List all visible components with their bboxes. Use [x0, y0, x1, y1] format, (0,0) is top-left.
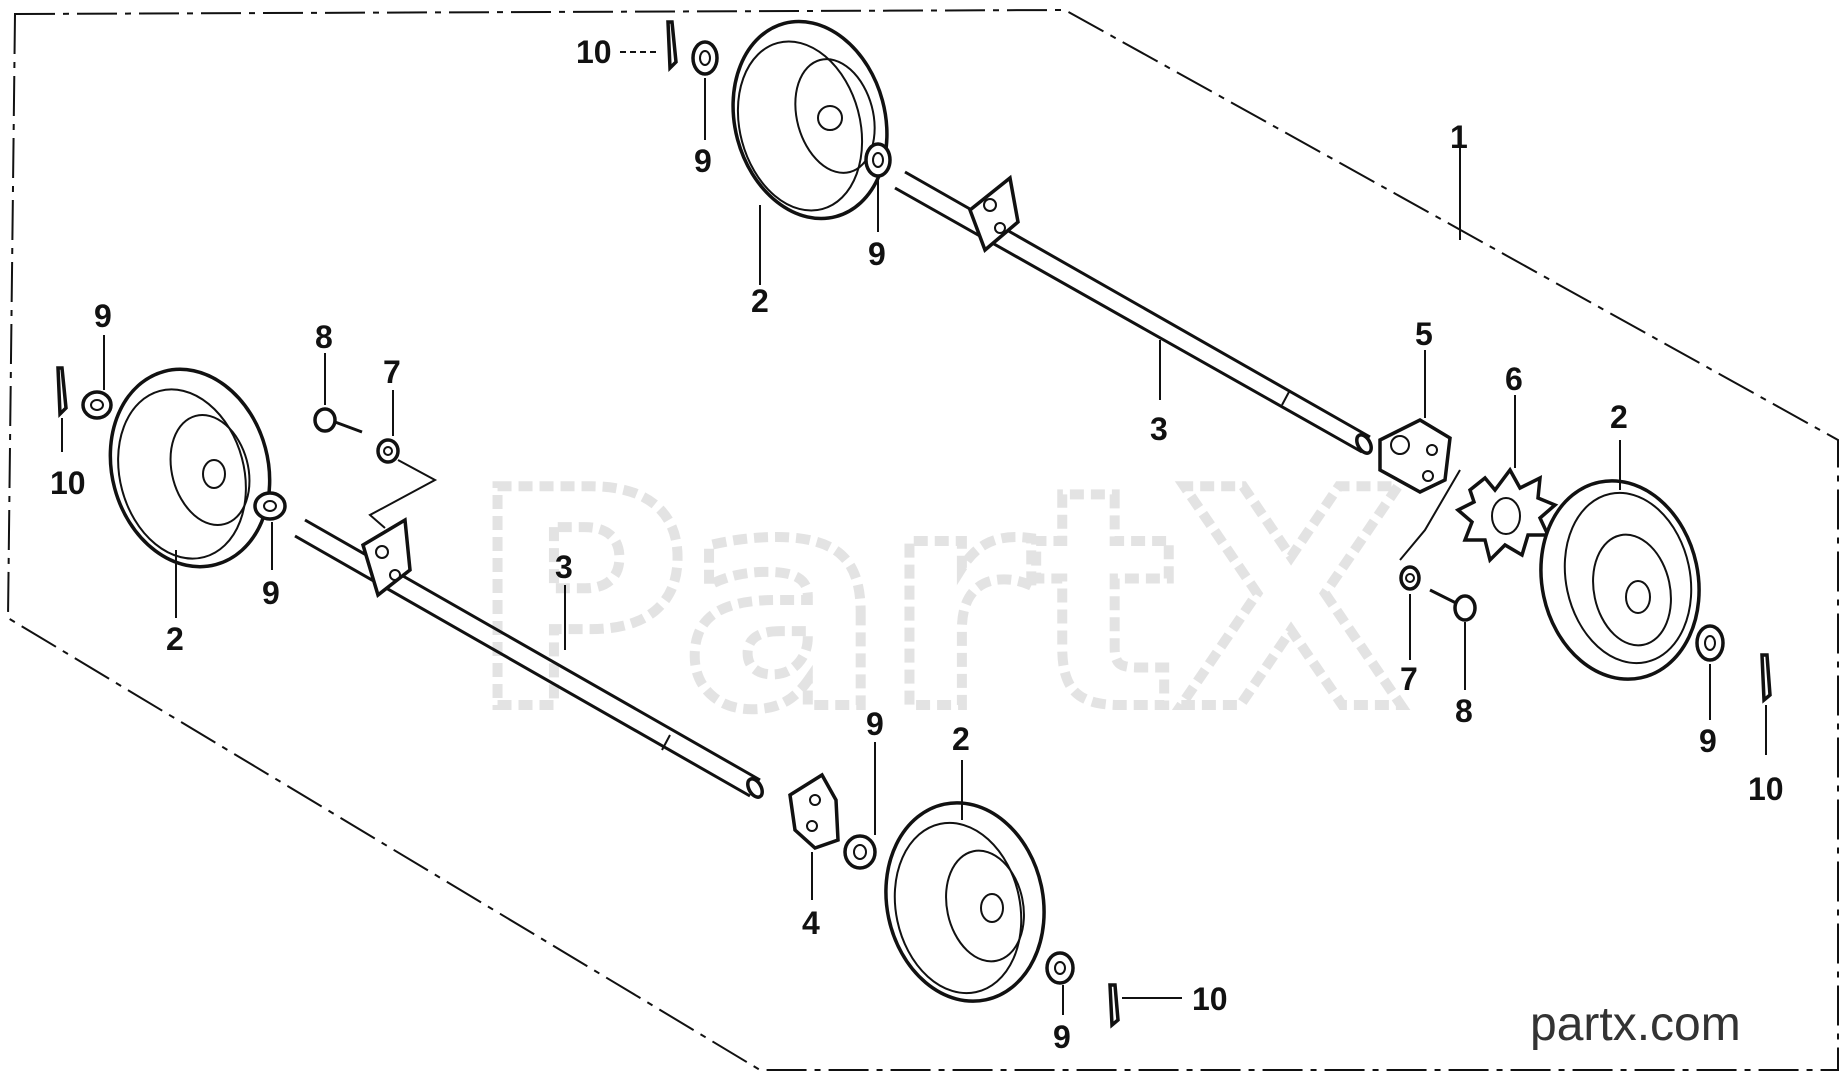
callout-6: 6	[1505, 361, 1523, 397]
washer-lower-b	[1045, 951, 1075, 985]
callout-9-left-a: 9	[94, 298, 112, 334]
axle-plate-right	[1378, 418, 1452, 494]
axle-bracket-upper	[967, 174, 1020, 253]
callout-9-left-b: 9	[262, 575, 280, 611]
callout-2-left: 2	[166, 621, 184, 657]
axle-plate-left	[788, 772, 840, 850]
cotter-pin-upper	[666, 20, 678, 73]
callout-8-right: 8	[1455, 693, 1473, 729]
callout-10-upper: 10	[576, 34, 612, 70]
callout-9-upper-b: 9	[868, 236, 886, 272]
washer-upper-b	[864, 142, 892, 178]
cotter-pin-right	[1760, 653, 1772, 704]
washer-lower-a	[843, 834, 877, 870]
callout-9-lower-a: 9	[866, 706, 884, 742]
washer-right	[1695, 624, 1725, 662]
callout-10-left: 10	[50, 465, 86, 501]
callout-9-right: 9	[1699, 723, 1717, 759]
wheel-right	[1539, 479, 1701, 681]
callout-8-left: 8	[315, 319, 333, 355]
washer-upper-a	[691, 40, 719, 76]
callout-9-lower-b: 9	[1053, 1019, 1071, 1055]
callout-2-right: 2	[1610, 399, 1628, 435]
axle-bracket-lower	[360, 517, 412, 598]
star-washer	[1454, 466, 1559, 564]
bolt-left	[313, 407, 363, 434]
callout-1: 1	[1450, 119, 1468, 155]
assembly-boundary	[6, 8, 1839, 1071]
callout-3-upper: 3	[1150, 411, 1168, 447]
callout-2-lower: 2	[952, 721, 970, 757]
cotter-pin-left	[56, 366, 68, 419]
axle-upper	[894, 170, 1373, 455]
wheel-upper-left	[731, 19, 889, 221]
callout-10-lower: 10	[1192, 981, 1228, 1017]
washer-left-a	[81, 390, 113, 420]
callout-7-left: 7	[383, 354, 401, 390]
washer-left-b	[253, 491, 287, 521]
callout-4: 4	[802, 905, 820, 941]
nut-left	[376, 438, 400, 464]
nut-right	[1399, 565, 1421, 591]
callout-3-lower: 3	[555, 549, 573, 585]
callout-7-right: 7	[1400, 661, 1418, 697]
site-label: partx.com	[1530, 998, 1741, 1051]
watermark: PartX	[470, 427, 1407, 776]
callout-9-upper-a: 9	[694, 143, 712, 179]
callout-5: 5	[1415, 316, 1433, 352]
bolt-right	[1429, 588, 1477, 622]
callout-10-right: 10	[1748, 771, 1784, 807]
wheel-lower	[884, 801, 1046, 1003]
callout-2-upper-left: 2	[751, 283, 769, 319]
wheel-left	[108, 367, 272, 569]
cotter-pin-lower	[1108, 983, 1120, 1029]
